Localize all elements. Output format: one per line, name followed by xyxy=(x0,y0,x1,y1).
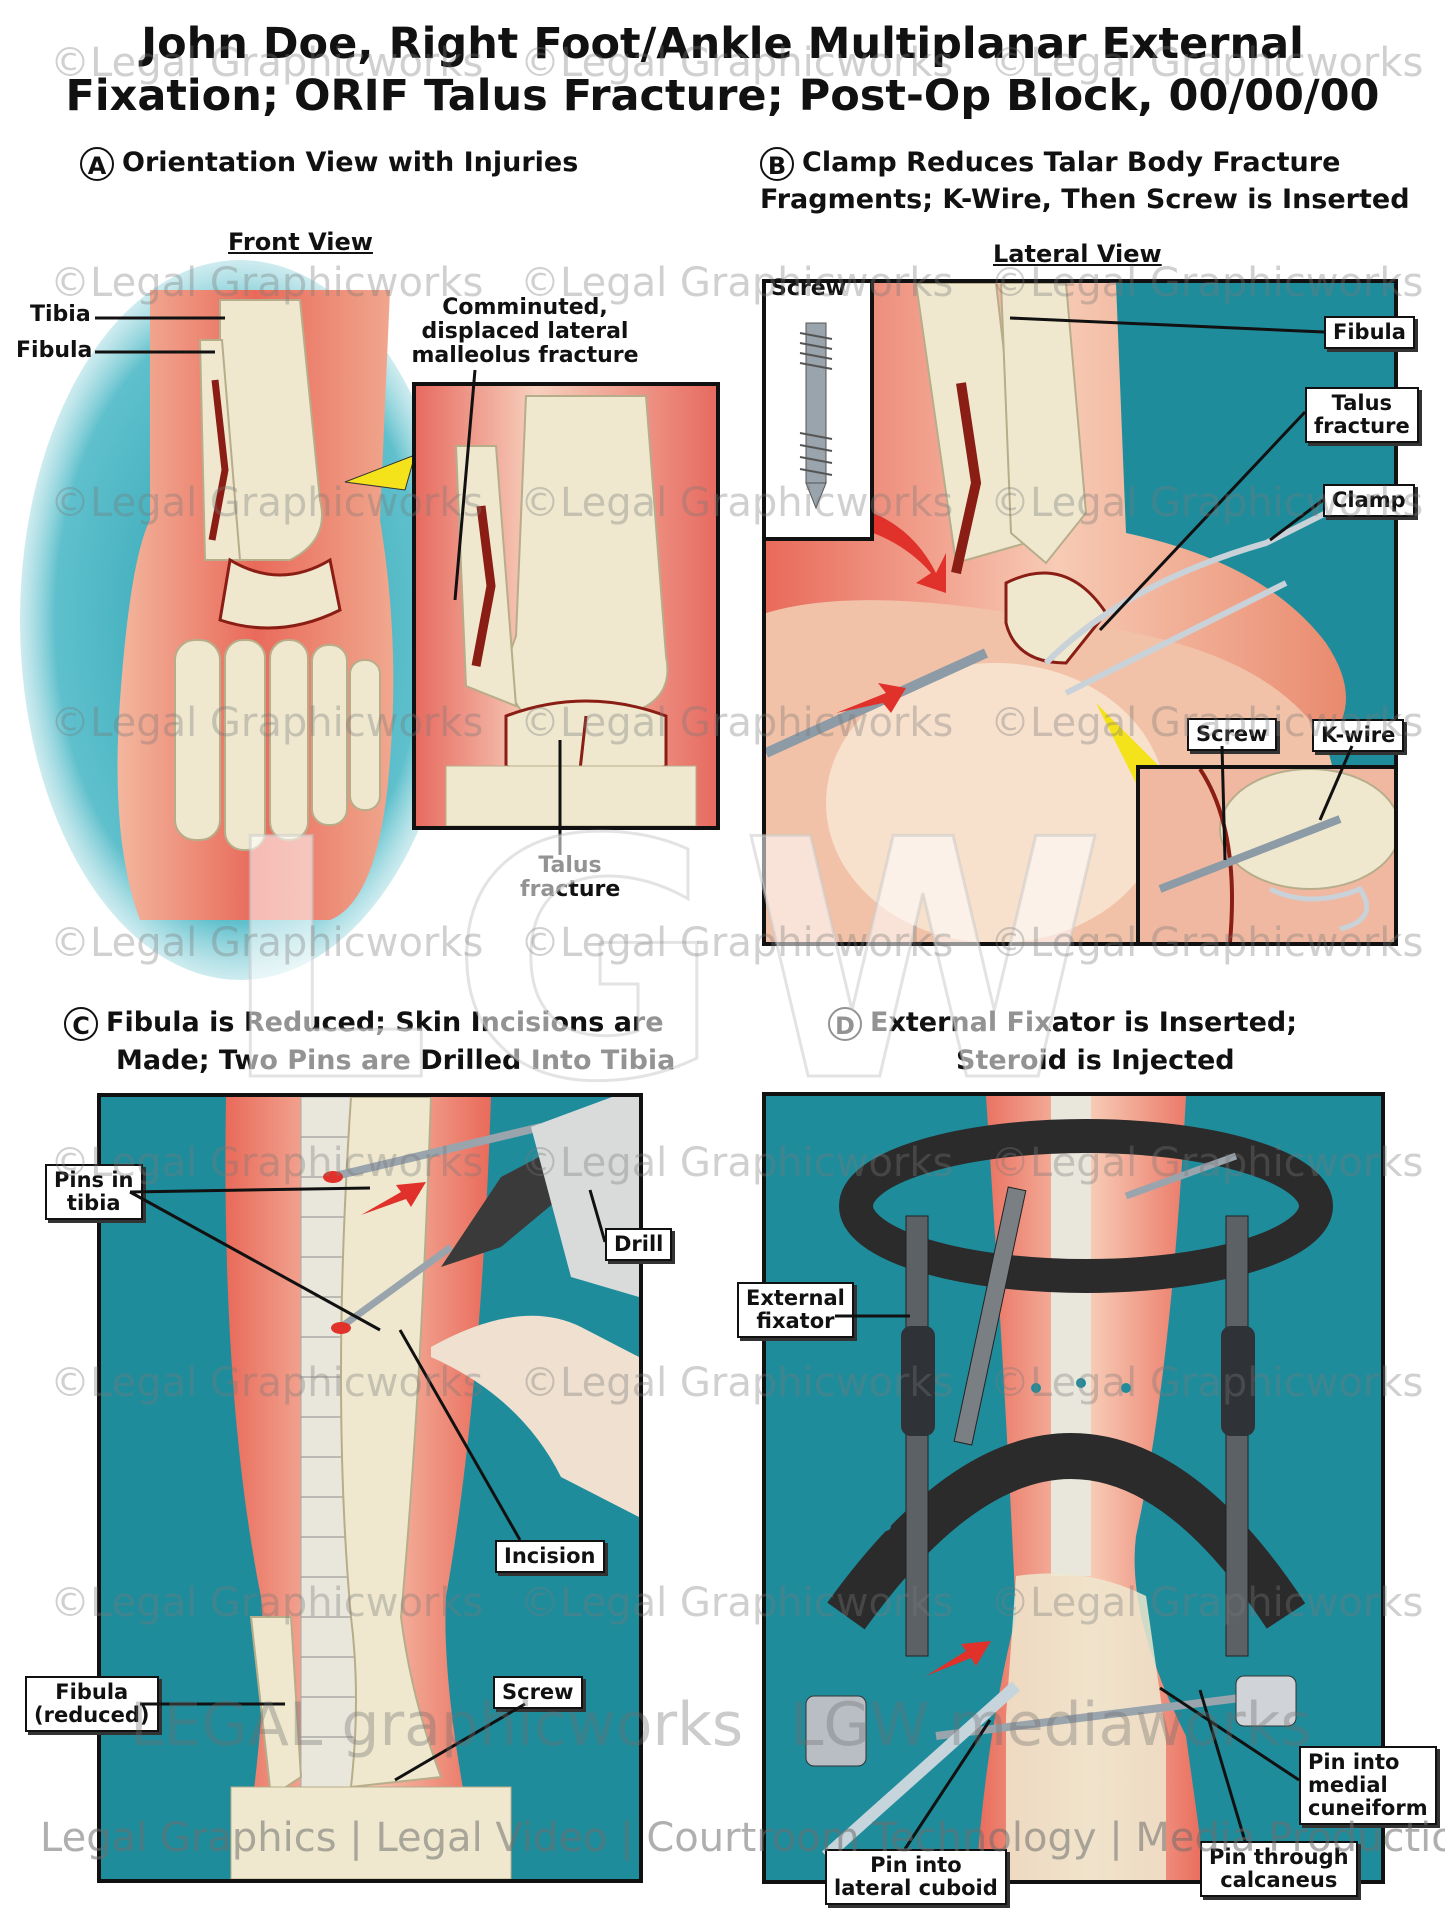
watermark-lgw-mediaworks: LGW mediaworks xyxy=(790,1690,1312,1760)
label-pin-lateral-cuboid: Pin into lateral cuboid xyxy=(825,1849,1007,1905)
panel-d-badge: D xyxy=(828,1006,862,1041)
page-title: John Doe, Right Foot/Ankle Multiplanar E… xyxy=(0,18,1445,122)
panel-a-badge: A xyxy=(80,146,114,181)
panel-b-view-label: Lateral View xyxy=(993,240,1162,268)
watermark-logo: LGW xyxy=(218,769,1126,1156)
fracture-line-a xyxy=(208,379,229,541)
label-fibula-b: Fibula xyxy=(1324,316,1415,349)
label-lateral-malleolus-fracture: Comminuted, displaced lateral malleolus … xyxy=(411,295,639,368)
panel-b-detail-inset xyxy=(1136,765,1394,942)
label-tibia-a: Tibia xyxy=(30,302,91,327)
screw-inset xyxy=(766,283,874,541)
title-line-2: Fixation; ORIF Talus Fracture; Post-Op B… xyxy=(65,71,1380,121)
label-screw-b-detail: Screw xyxy=(1187,718,1277,751)
panel-a-view-label: Front View xyxy=(228,228,373,256)
watermark-tagline: Legal Graphics | Legal Video | Courtroom… xyxy=(40,1815,1445,1861)
label-talus-fracture-a: Talus fracture xyxy=(520,853,621,902)
watermark-legal-graphicworks: LEGAL graphicworks xyxy=(130,1690,744,1760)
panel-b-badge: B xyxy=(760,146,794,181)
label-screw-b: Screw xyxy=(771,276,846,301)
label-incision: Incision xyxy=(495,1540,605,1573)
pointer-triangle-a xyxy=(344,454,416,491)
label-drill: Drill xyxy=(605,1228,673,1261)
label-fibula-a: Fibula xyxy=(16,338,93,363)
panel-d-title-line-2: Steroid is Injected xyxy=(956,1045,1235,1076)
panel-d-illustration xyxy=(805,1096,1333,1880)
inset-a-illustration xyxy=(416,386,716,826)
label-pins-in-tibia: Pins in tibia xyxy=(45,1164,143,1220)
panel-b-title-line-2: Fragments; K-Wire, Then Screw is Inserte… xyxy=(760,184,1410,215)
panel-d xyxy=(762,1092,1385,1884)
panel-c-badge: C xyxy=(64,1006,98,1041)
panel-c-illustration xyxy=(225,1097,639,1879)
talus-a xyxy=(218,557,342,630)
panel-c xyxy=(97,1093,643,1883)
panel-a-inset xyxy=(412,382,720,830)
label-fibula-reduced: Fibula (reduced) xyxy=(25,1676,159,1732)
label-clamp: Clamp xyxy=(1323,484,1415,517)
detail-inset-illustration xyxy=(1158,767,1394,942)
label-kwire: K-wire xyxy=(1312,719,1405,752)
panel-c-title-line-2: Made; Two Pins are Drilled Into Tibia xyxy=(116,1045,676,1076)
label-pin-medial-cuneiform: Pin into medial cuneiform xyxy=(1299,1746,1437,1825)
foot-bones-a xyxy=(174,639,381,851)
label-talus-fracture-b: Talus fracture xyxy=(1305,387,1419,443)
title-line-1: John Doe, Right Foot/Ankle Multiplanar E… xyxy=(141,19,1304,69)
screw-icon xyxy=(799,322,833,510)
label-external-fixator: External fixator xyxy=(737,1282,854,1338)
label-pin-calcaneus: Pin through calcaneus xyxy=(1200,1841,1358,1897)
